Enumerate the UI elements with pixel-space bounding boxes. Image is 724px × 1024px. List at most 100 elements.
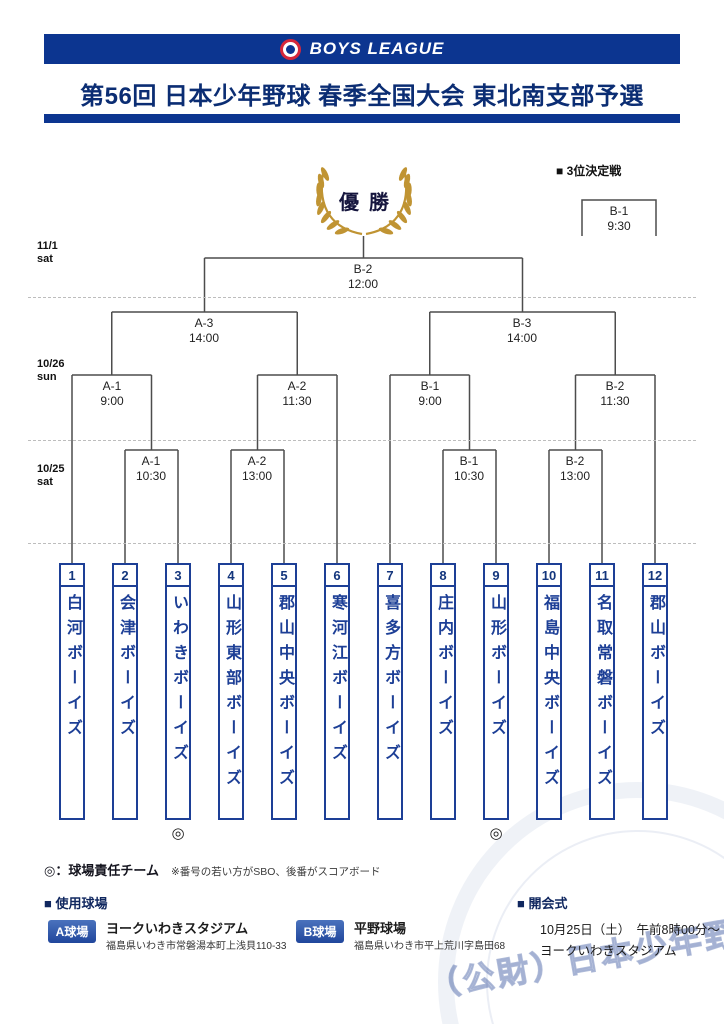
- match-time: 9:00: [100, 394, 124, 408]
- date-value: 10/25: [37, 463, 65, 475]
- match-code: B-3: [512, 316, 532, 330]
- match-quarterfinal-a2: A-2 11:30: [279, 379, 315, 409]
- stadium-a-name: ヨークいわきスタジアム: [106, 921, 249, 936]
- match-firstround-b1: B-1 10:30: [450, 454, 488, 484]
- boys-league-banner: BOYS LEAGUE: [44, 34, 680, 64]
- match-time: 9:00: [418, 394, 442, 408]
- match-time: 10:30: [135, 469, 167, 483]
- match-semifinal-a3: A-3 14:00: [185, 316, 223, 346]
- match-time: 13:00: [559, 469, 591, 483]
- match-firstround-a1: A-1 10:30: [132, 454, 170, 484]
- match-time: 11:30: [282, 394, 312, 408]
- stadium-a-address: 福島県いわき市常磐湯本町上浅貝110-33: [106, 941, 287, 952]
- team-column-3: 3 いわきボーイズ ◎: [165, 563, 191, 842]
- champion-label: 優勝: [339, 192, 399, 214]
- match-time: 13:00: [241, 469, 273, 483]
- team-name: 寒河江ボーイズ: [324, 585, 350, 820]
- team-number: 12: [642, 563, 668, 587]
- team-number: 3: [165, 563, 191, 587]
- team-column-11: 11 名取常磐ボーイズ: [589, 563, 615, 820]
- day-separator-line: [28, 543, 696, 544]
- team-name: 喜多方ボーイズ: [377, 585, 403, 820]
- legend-note: ※番号の若い方がSBO、後番がスコアボード: [170, 866, 381, 878]
- match-code: A-2: [247, 454, 267, 468]
- match-quarterfinal-b2: B-2 11:30: [597, 379, 633, 409]
- team-name: 山形ボーイズ: [483, 585, 509, 820]
- team-name: 名取常磐ボーイズ: [589, 585, 615, 820]
- match-firstround-b2: B-2 13:00: [556, 454, 594, 484]
- third-place-heading: ■ 3位決定戦: [556, 164, 622, 178]
- boys-league-logo-mid: [282, 41, 298, 57]
- team-number: 6: [324, 563, 350, 587]
- day-value: sat: [37, 476, 53, 488]
- match-time: 12:00: [347, 277, 379, 291]
- match-code: B-1: [609, 204, 629, 218]
- stadium-responsible-mark: ◎: [171, 825, 185, 842]
- team-name: 白河ボーイズ: [59, 585, 85, 820]
- team-name: いわきボーイズ: [165, 585, 191, 820]
- stadiums-heading: ■ 使用球場: [44, 896, 108, 911]
- team-number: 8: [430, 563, 456, 587]
- match-semifinal-b3: B-3 14:00: [503, 316, 541, 346]
- team-number: 1: [59, 563, 85, 587]
- team-name: 郡山中央ボーイズ: [271, 585, 297, 820]
- team-column-9: 9 山形ボーイズ ◎: [483, 563, 509, 842]
- stadium-responsible-mark: ◎: [489, 825, 503, 842]
- stadium-b-address: 福島県いわき市平上荒川字島田68: [354, 941, 506, 952]
- match-time: 14:00: [506, 331, 538, 345]
- match-time: 9:30: [607, 219, 631, 233]
- team-number: 5: [271, 563, 297, 587]
- date-label-10-26: 10/26 sun: [37, 358, 65, 384]
- team-number: 4: [218, 563, 244, 587]
- match-firstround-a2: A-2 13:00: [238, 454, 276, 484]
- match-time: 10:30: [453, 469, 485, 483]
- date-value: 11/1: [37, 240, 58, 252]
- date-label-11-1: 11/1 sat: [37, 240, 58, 266]
- stadium-b-name: 平野球場: [354, 921, 407, 936]
- match-code: A-1: [102, 379, 122, 393]
- match-time: 14:00: [188, 331, 220, 345]
- day-separator-line: [28, 440, 696, 441]
- page-title: 第56回 日本少年野球 春季全国大会 東北南支部予選: [80, 83, 644, 110]
- team-column-4: 4 山形東部ボーイズ: [218, 563, 244, 820]
- team-column-6: 6 寒河江ボーイズ: [324, 563, 350, 820]
- team-column-12: 12 郡山ボーイズ: [642, 563, 668, 820]
- day-value: sat: [37, 253, 53, 265]
- team-column-1: 1 白河ボーイズ: [59, 563, 85, 820]
- team-number: 10: [536, 563, 562, 587]
- team-name: 庄内ボーイズ: [430, 585, 456, 820]
- league-name: BOYS LEAGUE: [309, 39, 445, 58]
- match-code: B-1: [459, 454, 479, 468]
- team-name: 山形東部ボーイズ: [218, 585, 244, 820]
- match-code: A-2: [287, 379, 307, 393]
- team-name: 福島中央ボーイズ: [536, 585, 562, 820]
- legend: ◎：球場責任チーム ※番号の若い方がSBO、後番がスコアボード: [44, 860, 380, 879]
- day-value: sun: [37, 371, 57, 383]
- match-final: B-2 12:00: [344, 262, 382, 292]
- team-number: 7: [377, 563, 403, 587]
- legend-responsible-team: ◎：球場責任チーム: [44, 863, 159, 878]
- match-code: A-1: [141, 454, 161, 468]
- stadium-a-badge: A球場: [48, 920, 96, 943]
- title-underline-bar: [44, 114, 680, 123]
- date-label-10-25: 10/25 sat: [37, 463, 65, 489]
- team-number: 2: [112, 563, 138, 587]
- match-third-place: B-1 9:30: [604, 204, 634, 234]
- team-column-8: 8 庄内ボーイズ: [430, 563, 456, 820]
- match-code: B-1: [420, 379, 440, 393]
- match-quarterfinal-b1: B-1 9:00: [415, 379, 445, 409]
- team-column-7: 7 喜多方ボーイズ: [377, 563, 403, 820]
- team-number: 9: [483, 563, 509, 587]
- stadium-b-badge: B球場: [296, 920, 344, 943]
- boys-league-logo-icon: [279, 38, 301, 60]
- date-value: 10/26: [37, 358, 65, 370]
- team-column-10: 10 福島中央ボーイズ: [536, 563, 562, 820]
- ceremony-heading: ■ 開会式: [517, 896, 568, 911]
- match-code: B-2: [605, 379, 625, 393]
- match-code: A-3: [194, 316, 214, 330]
- ceremony-date: 10月25日（土） 午前8時00分～: [540, 923, 720, 937]
- team-column-2: 2 会津ボーイズ: [112, 563, 138, 820]
- match-code: B-2: [565, 454, 585, 468]
- match-time: 11:30: [600, 394, 630, 408]
